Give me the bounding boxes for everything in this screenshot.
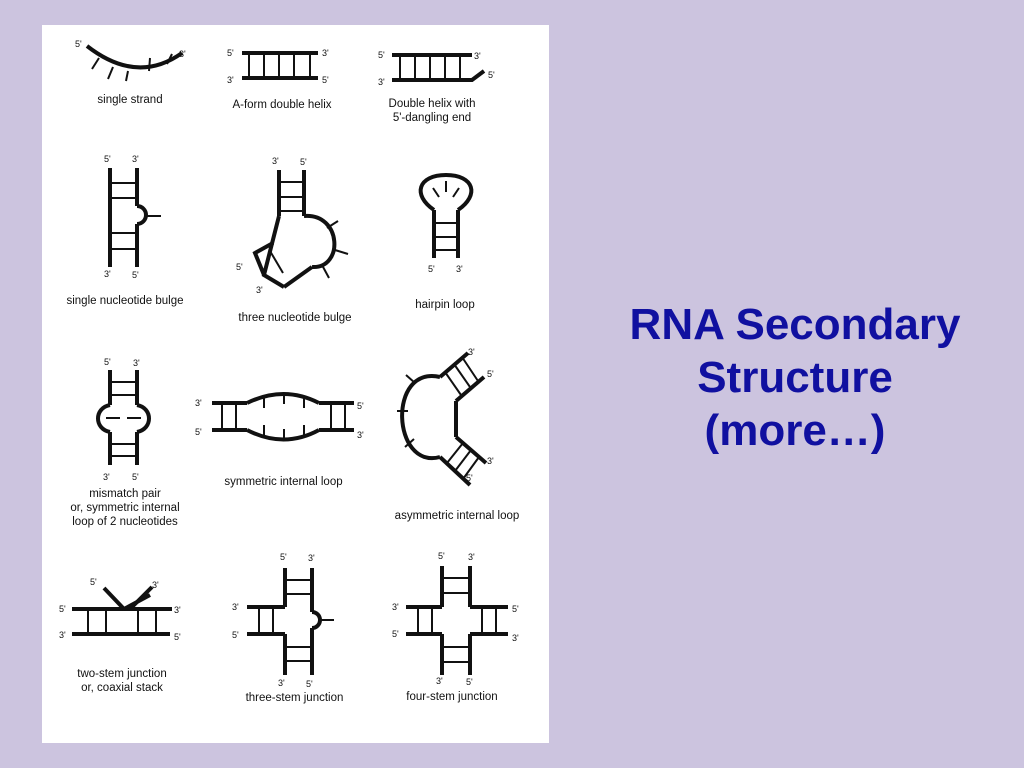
svg-text:3': 3' (133, 358, 140, 368)
svg-text:3': 3' (103, 472, 110, 482)
svg-text:3': 3' (278, 678, 285, 688)
svg-text:5': 5' (466, 677, 473, 687)
svg-text:5': 5' (487, 369, 494, 379)
svg-text:5': 5' (466, 473, 473, 483)
single-bulge-diagram (108, 168, 161, 267)
svg-text:5': 5' (306, 679, 313, 689)
svg-text:5': 5' (300, 157, 307, 167)
svg-text:5': 5' (90, 577, 97, 587)
svg-text:5': 5' (512, 604, 519, 614)
caption-single-strand: single strand (97, 94, 163, 106)
svg-text:5': 5' (75, 39, 82, 49)
symmetric-loop-diagram (212, 392, 354, 442)
svg-text:3': 3' (132, 154, 139, 164)
svg-text:5': 5' (236, 262, 243, 272)
caption-dangling-end: Double helix with 5'-dangling end (377, 97, 487, 125)
svg-text:5': 5' (132, 270, 139, 280)
svg-text:3': 3' (468, 552, 475, 562)
two-stem-junction-diagram (72, 585, 172, 636)
strand-end-labels: 5' 3' 5' 3' 3' 5' 5' 3' 3' 5' 5' 3' 3' 5… (59, 39, 519, 689)
svg-text:5': 5' (104, 357, 111, 367)
caption-mismatch-line-3: loop of 2 nucleotides (72, 516, 178, 528)
svg-text:3': 3' (174, 605, 181, 615)
a-form-helix-diagram (242, 51, 318, 80)
svg-text:3': 3' (512, 633, 519, 643)
svg-text:3': 3' (256, 285, 263, 295)
svg-text:5': 5' (280, 552, 287, 562)
svg-text:3': 3' (322, 48, 329, 58)
caption-two-stem: two-stem junction or, coaxial stack (65, 667, 179, 695)
slide-title-line-3: (more…) (704, 406, 886, 455)
svg-text:5': 5' (232, 630, 239, 640)
svg-text:3': 3' (468, 347, 475, 357)
svg-text:3': 3' (104, 269, 111, 279)
svg-text:5': 5' (322, 75, 329, 85)
dangling-end-diagram (392, 53, 486, 82)
svg-text:5': 5' (174, 632, 181, 642)
caption-dangling-line-2: 5'-dangling end (392, 112, 472, 124)
slide-title-line-2: Structure (697, 353, 893, 402)
caption-four-stem: four-stem junction (406, 691, 498, 703)
svg-text:5': 5' (428, 264, 435, 274)
svg-text:3': 3' (232, 602, 239, 612)
svg-text:5': 5' (438, 551, 445, 561)
svg-text:5': 5' (59, 604, 66, 614)
four-stem-junction-diagram (406, 566, 508, 675)
caption-two-stem-line-1: two-stem junction (77, 668, 167, 680)
svg-text:3': 3' (487, 456, 494, 466)
rna-structure-figure: 5' 3' 5' 3' 3' 5' 5' 3' 3' 5' 5' 3' 3' 5… (42, 25, 549, 743)
caption-a-form-helix: A-form double helix (232, 99, 332, 111)
caption-asymmetric-loop: asymmetric internal loop (394, 510, 520, 522)
svg-text:5': 5' (357, 401, 364, 411)
mismatch-pair-diagram (96, 370, 151, 465)
svg-text:3': 3' (474, 51, 481, 61)
svg-text:5': 5' (195, 427, 202, 437)
caption-symmetric-loop: symmetric internal loop (224, 476, 343, 488)
svg-text:5': 5' (104, 154, 111, 164)
svg-text:3': 3' (152, 580, 159, 590)
caption-dangling-line-1: Double helix with (388, 98, 476, 110)
svg-text:3': 3' (272, 156, 279, 166)
svg-text:3': 3' (227, 75, 234, 85)
svg-text:3': 3' (378, 77, 385, 87)
svg-text:3': 3' (195, 398, 202, 408)
caption-three-stem: three-stem junction (245, 692, 344, 704)
asymmetric-loop-diagram (397, 351, 488, 487)
svg-text:3': 3' (436, 676, 443, 686)
single-strand-diagram (85, 44, 184, 82)
caption-mismatch-line-1: mismatch pair (89, 488, 161, 500)
structure-diagrams: 5' 3' 5' 3' 3' 5' 5' 3' 3' 5' 5' 3' 3' 5… (59, 39, 519, 689)
svg-text:3': 3' (392, 602, 399, 612)
hairpin-diagram (418, 172, 474, 258)
svg-text:5': 5' (488, 70, 495, 80)
svg-text:3': 3' (456, 264, 463, 274)
svg-text:5': 5' (378, 50, 385, 60)
three-stem-junction-diagram (247, 568, 334, 675)
caption-mismatch-line-2: or, symmetric internal (70, 502, 180, 514)
svg-text:5': 5' (132, 472, 139, 482)
caption-hairpin: hairpin loop (415, 299, 475, 311)
caption-mismatch: mismatch pair or, symmetric internal loo… (55, 487, 195, 529)
caption-three-bulge: three nucleotide bulge (238, 312, 352, 324)
caption-single-bulge: single nucleotide bulge (66, 295, 184, 307)
slide-title: RNA Secondary Structure (more…) (575, 298, 1015, 457)
svg-text:5': 5' (227, 48, 234, 58)
svg-text:3': 3' (308, 553, 315, 563)
svg-text:3': 3' (179, 49, 186, 59)
svg-text:3': 3' (59, 630, 66, 640)
slide-title-line-1: RNA Secondary (629, 300, 961, 349)
caption-two-stem-line-2: or, coaxial stack (81, 682, 163, 694)
svg-text:3': 3' (357, 430, 364, 440)
svg-text:5': 5' (392, 629, 399, 639)
three-bulge-diagram (252, 170, 349, 289)
